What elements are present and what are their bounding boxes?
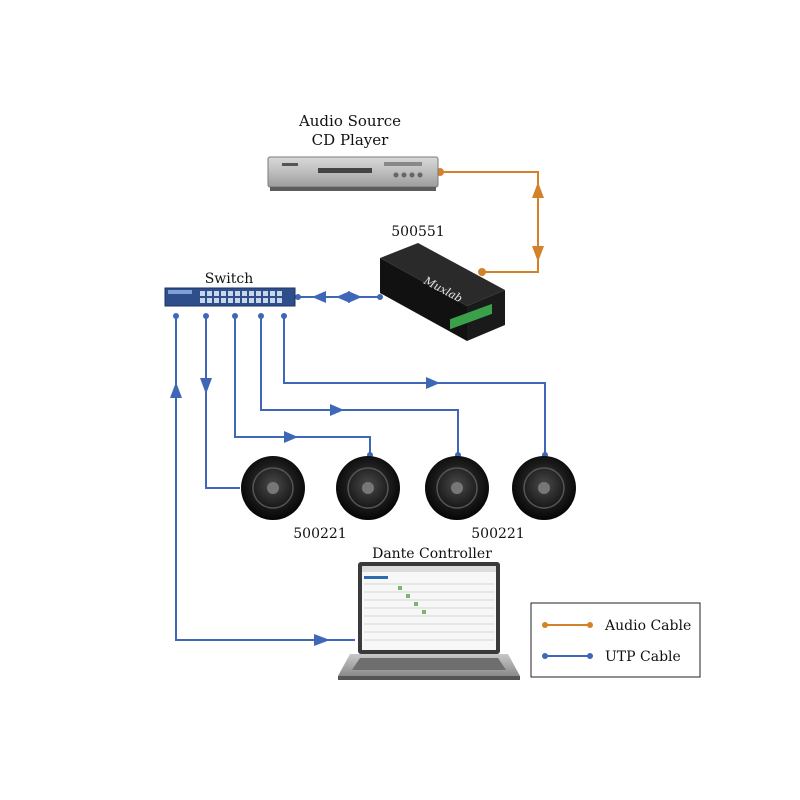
audio-cable-arrows — [532, 182, 544, 262]
utp-cable-arrows — [170, 291, 440, 646]
converter-device: Muxlab — [380, 243, 505, 341]
audio-cable — [436, 168, 539, 276]
converter-label: 500551 — [391, 224, 444, 240]
legend-utp-label: UTP Cable — [605, 649, 681, 665]
cd-player — [267, 156, 439, 191]
legend-box — [530, 602, 701, 678]
utp-cable-dots — [173, 294, 548, 458]
switch-label: Switch — [205, 271, 254, 287]
speaker-left-label: 500221 — [293, 526, 346, 542]
legend: Audio Cable UTP Cable — [530, 602, 701, 678]
speaker-3 — [425, 456, 489, 520]
speaker-right-label: 500221 — [471, 526, 524, 542]
audio-source-label: Audio Source — [298, 112, 401, 130]
laptop — [338, 562, 520, 680]
legend-utp-swatch — [542, 653, 593, 659]
speaker-1 — [241, 456, 305, 520]
network-switch — [164, 287, 296, 307]
cd-player-label: CD Player — [312, 131, 389, 149]
legend-audio-swatch — [542, 622, 593, 628]
speaker-2 — [336, 456, 400, 520]
dante-controller-label: Dante Controller — [372, 546, 492, 562]
legend-audio-label: Audio Cable — [604, 618, 691, 634]
speaker-4 — [512, 456, 576, 520]
